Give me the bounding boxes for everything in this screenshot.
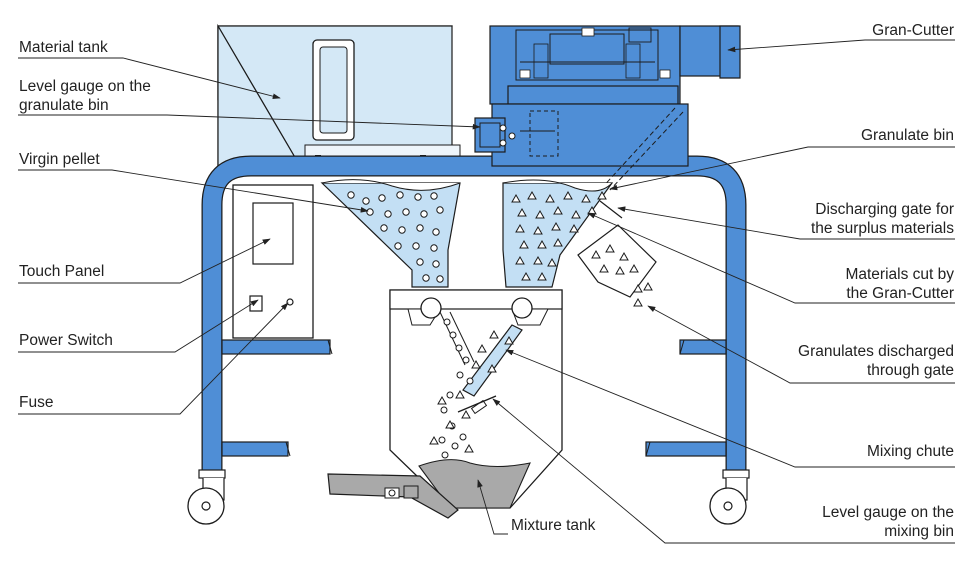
label-gran-cutter: Gran-Cutter — [872, 22, 954, 39]
granulate-bin — [474, 103, 689, 191]
discharging-gate — [577, 200, 657, 298]
leader-touch-panel — [18, 238, 271, 284]
leader-gran-cutter — [727, 39, 955, 53]
leader-granulates-discharged — [647, 305, 955, 384]
mixing-bin — [389, 289, 563, 509]
label-level-gauge-mixing-line1: Level gauge on the — [822, 504, 954, 521]
leader-material-tank — [18, 57, 281, 99]
leader-fuse — [18, 302, 289, 415]
label-granulates-discharged-line2: through gate — [866, 362, 954, 379]
granulates-discharged — [591, 243, 653, 307]
control-cabinet — [232, 184, 314, 339]
label-materials-cut-line1: Materials cut by — [845, 266, 954, 283]
discharge-pipe — [327, 473, 459, 519]
granulate-hopper — [502, 179, 614, 288]
label-virgin-pellet: Virgin pellet — [19, 151, 100, 168]
label-granulate-bin: Granulate bin — [860, 127, 954, 144]
gran-cutter — [489, 25, 741, 105]
leader-materials-cut — [587, 212, 955, 304]
label-level-gauge-mixing-line2: mixing bin — [884, 523, 954, 540]
leader-discharging-gate — [617, 206, 955, 240]
label-granulates-discharged-line1: Granulates discharged — [798, 343, 954, 360]
tank-sight-window — [312, 39, 355, 141]
leader-power-switch — [18, 299, 259, 353]
label-discharging-gate-line2: the surplus materials — [810, 220, 954, 237]
label-discharging-gate-line1: Discharging gate for — [815, 201, 954, 218]
label-mixture-tank: Mixture tank — [511, 517, 596, 534]
fuse-holder — [286, 298, 294, 306]
touch-panel-screen — [252, 202, 294, 265]
leader-granulate-bin — [609, 146, 955, 191]
leader-mixture-tank — [477, 479, 508, 535]
label-material-tank: Material tank — [19, 39, 108, 56]
label-power-switch: Power Switch — [19, 332, 113, 349]
leader-lines — [18, 39, 955, 544]
mixture-material — [418, 459, 531, 509]
label-mixing-chute: Mixing chute — [866, 443, 954, 460]
label-level-gauge-granulate-line1: Level gauge on the — [19, 78, 151, 95]
leader-level-gauge-granulate — [18, 114, 481, 130]
leader-virgin-pellet — [18, 169, 369, 213]
caster-right — [709, 469, 750, 525]
leader-level-gauge-mixing — [492, 398, 955, 544]
label-level-gauge-granulate-line2: granulate bin — [19, 97, 109, 114]
leader-mixing-chute — [505, 349, 955, 468]
caster-left — [187, 469, 226, 525]
virgin-pellets — [347, 191, 444, 283]
label-touch-panel: Touch Panel — [19, 263, 105, 280]
mixing-particles — [429, 318, 514, 459]
label-materials-cut-line2: the Gran-Cutter — [846, 285, 954, 302]
machine-frame — [201, 155, 747, 470]
label-fuse: Fuse — [19, 394, 54, 411]
granulates-in-bin — [511, 190, 607, 281]
